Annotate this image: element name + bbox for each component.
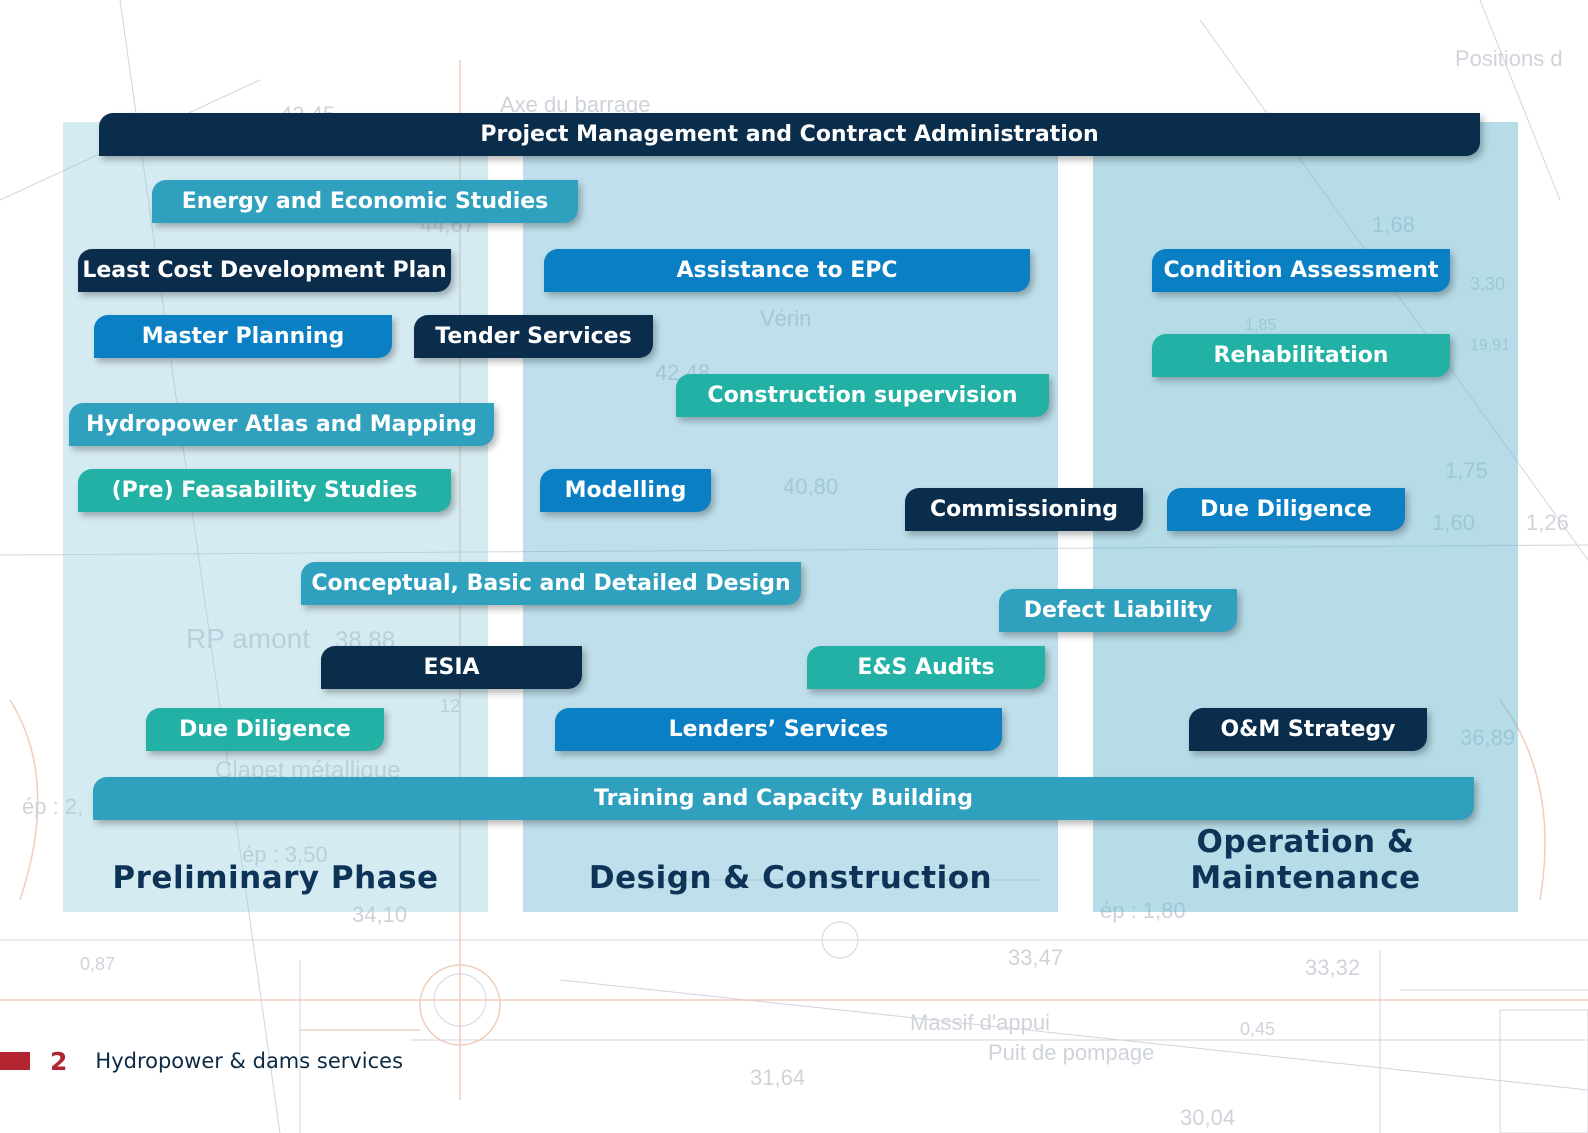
page-number: 2	[50, 1046, 68, 1076]
service-lenders-services: Lenders’ Services	[555, 708, 1002, 751]
bg-label: 12	[440, 696, 460, 716]
service-project-management: Project Management and Contract Administ…	[99, 113, 1480, 156]
phase-title: Design & Construction	[588, 860, 993, 896]
bg-label: Massif d'appui	[910, 1010, 1050, 1035]
service-hydropower-atlas-mapping: Hydropower Atlas and Mapping	[69, 403, 494, 446]
bg-label: 33,32	[1305, 955, 1360, 980]
bg-label: 30,04	[1180, 1105, 1235, 1130]
service-es-audits: E&S Audits	[807, 646, 1045, 689]
service-conceptual-basic-detailed-design: Conceptual, Basic and Detailed Design	[301, 562, 801, 605]
bg-label: Axe du barrage	[500, 92, 650, 117]
service-training-capacity-building: Training and Capacity Building	[93, 777, 1474, 820]
service-due-diligence-om: Due Diligence	[1167, 488, 1405, 531]
service-rehabilitation: Rehabilitation	[1152, 334, 1450, 377]
bg-label: 0,45	[1240, 1019, 1275, 1039]
bg-label: 34,10	[352, 902, 407, 927]
bg-label: 1,26	[1526, 510, 1569, 535]
service-tender-services: Tender Services	[414, 315, 653, 358]
phase-title: Operation & Maintenance	[1190, 824, 1421, 896]
footer-title: Hydropower & dams services	[95, 1049, 404, 1073]
service-least-cost-development-plan: Least Cost Development Plan	[78, 249, 451, 292]
service-defect-liability: Defect Liability	[999, 589, 1237, 632]
bg-label: RP amont	[186, 623, 310, 654]
page-footer: 2 Hydropower & dams services	[0, 1046, 403, 1076]
bg-label: 40,80	[783, 474, 838, 499]
phase-title: Preliminary Phase	[112, 860, 439, 896]
bg-label: ép : 2,	[22, 794, 83, 819]
service-construction-supervision: Construction supervision	[676, 374, 1049, 417]
service-master-planning: Master Planning	[94, 315, 392, 358]
service-om-strategy: O&M Strategy	[1189, 708, 1427, 751]
bg-label: 0,87	[80, 954, 115, 974]
bg-label: ép : 3,50	[242, 842, 328, 867]
bg-label: 33,47	[1008, 945, 1063, 970]
bg-label: Puit de pompage	[988, 1040, 1154, 1065]
service-assistance-to-epc: Assistance to EPC	[544, 249, 1030, 292]
service-esia: ESIA	[321, 646, 582, 689]
service-modelling: Modelling	[540, 469, 711, 512]
service-condition-assessment: Condition Assessment	[1152, 249, 1450, 292]
service-pre-feasibility-studies: (Pre) Feasability Studies	[78, 469, 451, 512]
bg-label: Vérin	[760, 306, 811, 331]
bg-label: Positions d	[1455, 46, 1563, 71]
service-energy-economic-studies: Energy and Economic Studies	[152, 180, 578, 223]
bg-label: 31,64	[750, 1065, 805, 1090]
service-due-diligence-preliminary: Due Diligence	[146, 708, 384, 751]
service-commissioning: Commissioning	[905, 488, 1143, 531]
footer-accent-bar	[0, 1052, 30, 1070]
